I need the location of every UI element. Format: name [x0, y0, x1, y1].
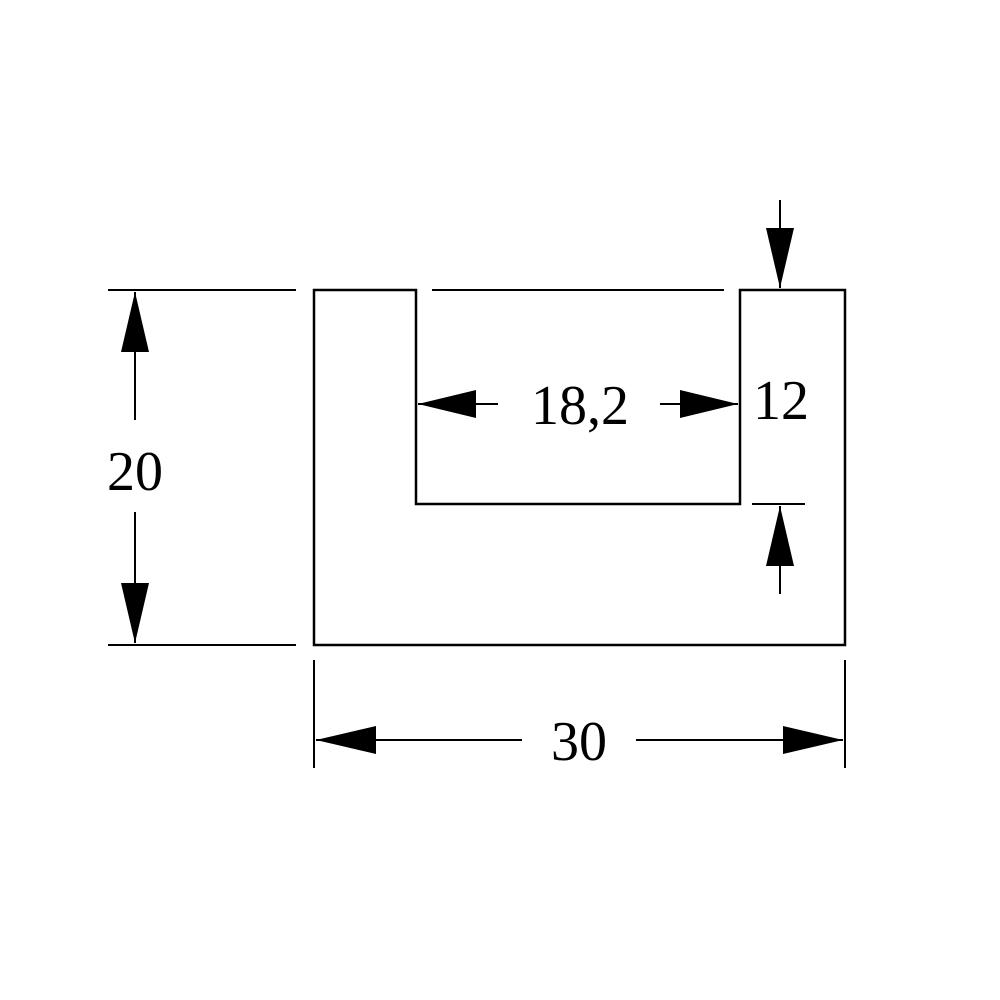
- inner-width-dimension: 18,2: [418, 375, 738, 437]
- inner-width-label: 18,2: [531, 375, 629, 437]
- height-label: 20: [107, 441, 163, 503]
- depth-arrow-down: [766, 228, 794, 288]
- inner-width-arrow-right: [680, 390, 738, 418]
- depth-dimension: 12: [752, 200, 809, 594]
- depth-label: 12: [753, 370, 809, 432]
- height-arrow-up: [121, 292, 149, 352]
- width-dimension: 30: [313, 660, 846, 773]
- inner-width-arrow-left: [418, 390, 476, 418]
- height-arrow-down: [121, 583, 149, 643]
- depth-arrow-up: [766, 506, 794, 566]
- width-arrow-left: [316, 726, 376, 754]
- profile-outline: [312, 288, 847, 647]
- width-label: 30: [551, 711, 607, 773]
- width-arrow-right: [783, 726, 843, 754]
- height-dimension: 20: [107, 289, 296, 646]
